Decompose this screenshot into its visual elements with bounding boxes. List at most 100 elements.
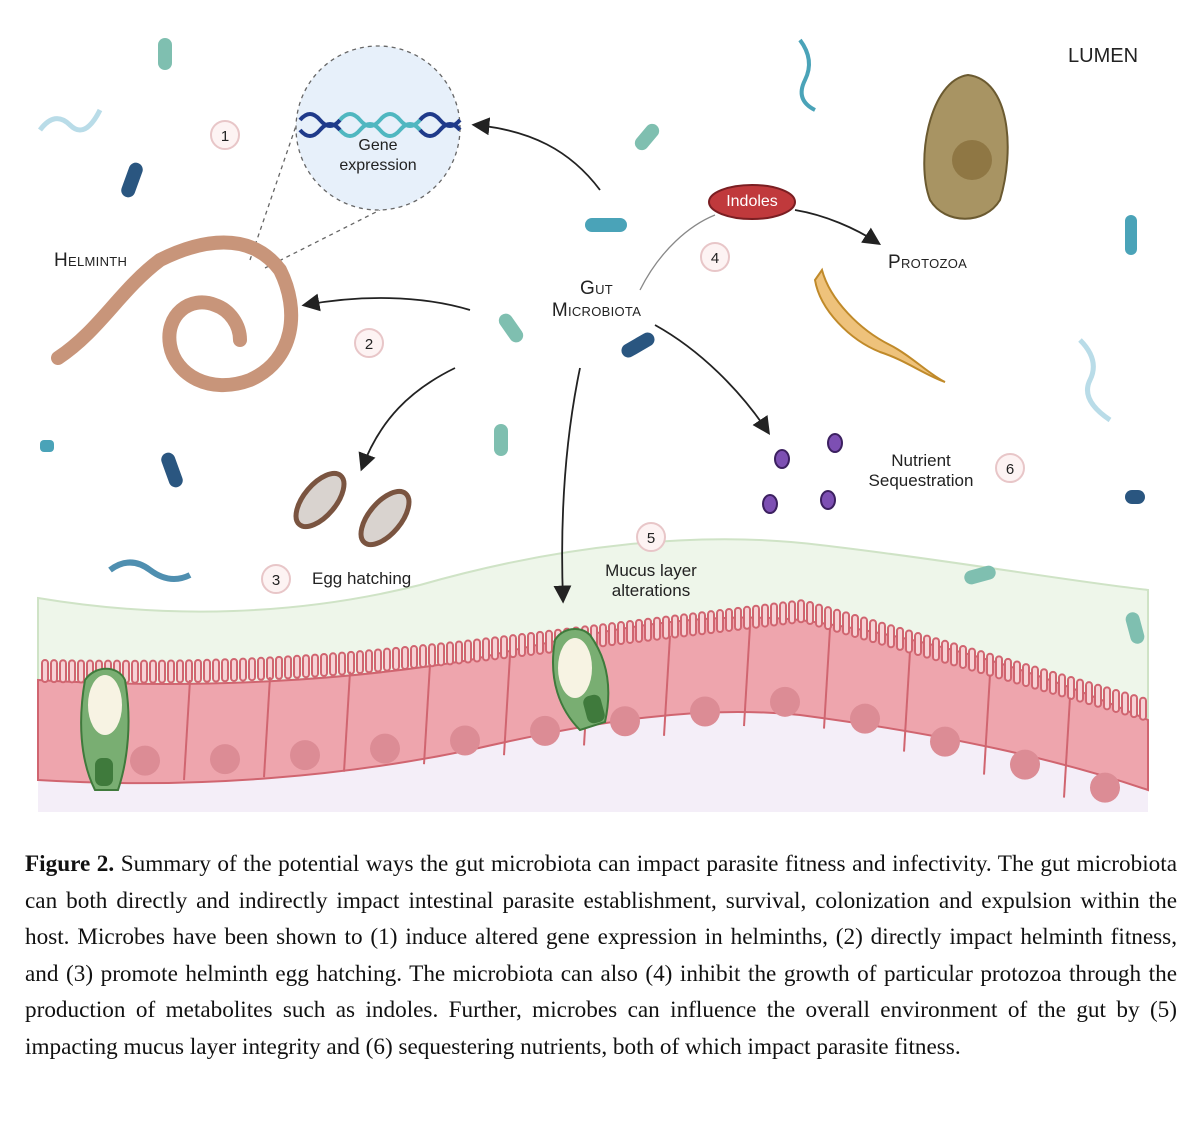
microvillus <box>923 634 931 659</box>
microvillus <box>1058 673 1066 698</box>
mucus-line2: alterations <box>611 581 691 600</box>
microvillus <box>653 616 661 641</box>
microvillus <box>878 621 886 646</box>
microvillus <box>779 601 787 626</box>
cell-nucleus <box>210 744 240 775</box>
microvillus <box>995 655 1003 680</box>
gene-expression-line1: Gene <box>358 137 398 154</box>
microvillus <box>1022 663 1030 688</box>
microvillus <box>905 629 913 654</box>
arrow-to-protozoa <box>794 209 882 245</box>
arrow-to-helminth <box>301 293 471 312</box>
microvillus <box>617 621 625 646</box>
microvillus <box>149 659 157 684</box>
cell-nucleus <box>370 733 400 764</box>
microvillus <box>707 610 715 635</box>
microvillus <box>50 659 58 684</box>
microvillus <box>986 652 994 677</box>
microvillus <box>401 645 409 670</box>
microvillus <box>842 611 850 636</box>
microvillus <box>1076 678 1084 703</box>
microvillus <box>725 607 733 632</box>
figure-caption: Figure 2. Summary of the potential ways … <box>25 846 1177 1066</box>
cell-nucleus <box>130 745 160 776</box>
microvillus <box>959 644 967 669</box>
microvillus <box>626 619 634 644</box>
cell-nucleus <box>930 726 960 757</box>
microvillus <box>158 659 166 684</box>
cell-nucleus <box>530 715 560 746</box>
cell-nucleus <box>770 686 800 717</box>
cell-border <box>743 626 751 727</box>
microvillus <box>194 659 202 684</box>
microvillus <box>428 643 436 668</box>
arrow-to-nutrients <box>654 324 770 435</box>
nutrient-sequestration-label: Nutrient Sequestration <box>858 451 984 491</box>
step-badge-3: 3 <box>261 564 291 594</box>
microvillus <box>320 652 328 677</box>
microvillus <box>977 650 985 675</box>
protozoa-label: Protozoa <box>888 252 968 273</box>
microvillus <box>1040 668 1048 693</box>
gut-microbiota-line2: Microbiota <box>551 300 642 321</box>
microvillus <box>491 636 499 661</box>
goblet-cell <box>80 667 130 791</box>
line-to-indoles <box>639 214 716 291</box>
microvillus <box>329 652 337 677</box>
microvillus <box>599 623 607 648</box>
microvillus <box>410 645 418 670</box>
microvillus <box>239 657 247 682</box>
microvillus <box>293 654 301 679</box>
microvillus <box>437 642 445 667</box>
microvillus <box>788 600 796 625</box>
gut-microbiota-label: Gut Microbiota <box>544 278 649 322</box>
microvillus <box>464 639 472 664</box>
microvillus <box>266 656 274 681</box>
microvillus <box>716 609 724 634</box>
microvillus <box>770 602 778 627</box>
mucus-line1: Mucus layer <box>605 561 697 580</box>
step-badge-6: 6 <box>995 453 1025 483</box>
gene-expression-label: Gene expression <box>328 136 428 176</box>
caption-figure-label: Figure 2. <box>25 851 115 877</box>
cell-nucleus <box>1090 772 1120 803</box>
ciliate-protozoa-icon <box>923 73 1009 220</box>
microvillus <box>356 650 364 675</box>
microvillus <box>689 612 697 637</box>
microvillus <box>941 639 949 664</box>
helminth-egg-icon <box>293 470 412 548</box>
microvillus <box>797 599 805 624</box>
arrow-to-gene-expression <box>471 117 601 191</box>
cell-border <box>903 651 911 752</box>
microvillus <box>680 613 688 638</box>
microvillus <box>545 629 553 654</box>
microvillus <box>392 646 400 671</box>
microvillus <box>1121 691 1129 716</box>
microvillus <box>500 635 508 660</box>
microvillus <box>1130 694 1138 719</box>
microvillus <box>212 658 220 683</box>
microvillus <box>698 611 706 636</box>
gut-microbiota-line1: Gut <box>579 278 613 299</box>
microvillus <box>968 647 976 672</box>
microvillus <box>896 626 904 651</box>
arrow-to-eggs <box>358 367 456 472</box>
cell-border <box>263 677 271 778</box>
mucus-alterations-label: Mucus layer alterations <box>590 561 712 601</box>
cell-border <box>663 635 671 736</box>
nutrient-line1: Nutrient <box>891 451 951 470</box>
microvillus <box>1139 696 1147 721</box>
microvillus <box>734 606 742 631</box>
microvillus <box>914 632 922 657</box>
nutrient-particles <box>762 433 843 514</box>
microvillus <box>608 622 616 647</box>
microvillus <box>1094 683 1102 708</box>
cell-border <box>983 674 991 775</box>
microvillus <box>1103 686 1111 711</box>
microvillus <box>248 657 256 682</box>
flagellate-protozoa-icon <box>813 267 946 383</box>
microvillus <box>221 658 229 683</box>
microvillus <box>536 630 544 655</box>
microvillus <box>635 618 643 643</box>
microvillus <box>347 650 355 675</box>
